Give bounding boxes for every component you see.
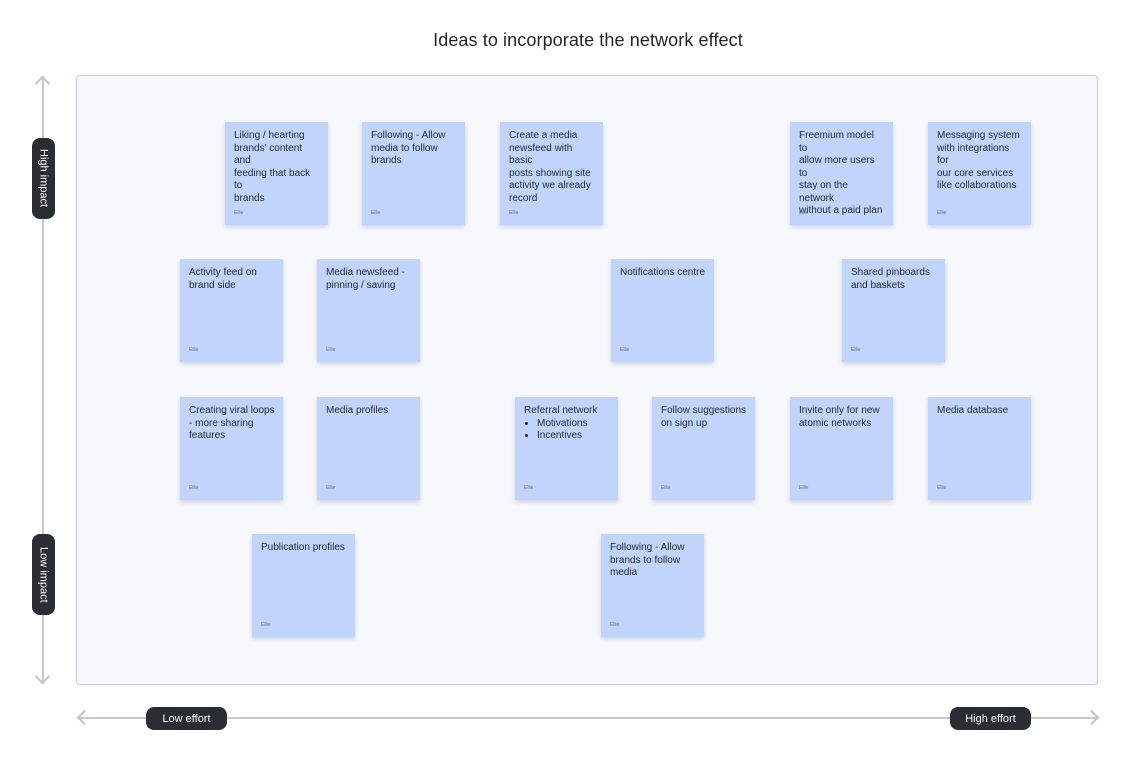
- note-author: Ellie: [620, 347, 630, 353]
- note-text: Create a media newsfeed with basic posts…: [509, 130, 591, 204]
- note-text: Liking / hearting brands' content and fe…: [234, 130, 311, 204]
- low-effort-label: Low effort: [146, 707, 227, 730]
- note-author: Ellie: [509, 210, 519, 216]
- sticky-note[interactable]: Freemium model to allow more users to st…: [790, 122, 893, 225]
- sticky-note[interactable]: Publication profiles Ellie: [252, 534, 355, 637]
- note-author: Ellie: [799, 210, 809, 216]
- note-author: Ellie: [189, 347, 199, 353]
- note-text: Media newsfeed - pinning / saving: [326, 267, 405, 291]
- sticky-note[interactable]: Messaging system with integrations for o…: [928, 122, 1031, 225]
- sticky-note[interactable]: Following - Allow media to follow brands…: [362, 122, 465, 225]
- note-author: Ellie: [371, 210, 381, 216]
- note-author: Ellie: [661, 485, 671, 491]
- note-author: Ellie: [326, 485, 336, 491]
- note-bullet: Motivations: [537, 418, 610, 431]
- note-text: Notifications centre: [620, 267, 706, 278]
- impact-axis-line: [42, 76, 44, 684]
- note-author: Ellie: [610, 622, 620, 628]
- sticky-note[interactable]: Media newsfeed - pinning / saving Ellie: [317, 259, 420, 362]
- page-title: Ideas to incorporate the network effect: [433, 30, 743, 50]
- arrow-right-icon: [1083, 709, 1100, 726]
- note-text: Creating viral loops - more sharing feat…: [189, 405, 275, 441]
- sticky-note[interactable]: Shared pinboards and baskets Ellie: [842, 259, 945, 362]
- note-text: Messaging system with integrations for o…: [937, 130, 1020, 191]
- sticky-note[interactable]: Follow suggestions on sign up Ellie: [652, 397, 755, 500]
- note-text: Media database: [937, 405, 1009, 416]
- note-text: Freemium model to allow more users to st…: [799, 130, 883, 216]
- sticky-note[interactable]: Following - Allow brands to follow media…: [601, 534, 704, 637]
- note-author: Ellie: [799, 485, 809, 491]
- arrow-up-icon: [34, 75, 51, 92]
- high-effort-label: High effort: [950, 707, 1031, 730]
- note-text: Invite only for new atomic networks: [799, 405, 880, 429]
- sticky-note[interactable]: Invite only for new atomic networks Elli…: [790, 397, 893, 500]
- arrow-left-icon: [76, 709, 93, 726]
- sticky-note[interactable]: Liking / hearting brands' content and fe…: [225, 122, 328, 225]
- note-bullet: Incentives: [537, 430, 610, 443]
- high-impact-label: High impact: [32, 138, 55, 219]
- note-author: Ellie: [937, 210, 947, 216]
- note-text: Shared pinboards and baskets: [851, 267, 930, 291]
- note-text: Activity feed on brand side: [189, 267, 257, 291]
- sticky-note[interactable]: Media database Ellie: [928, 397, 1031, 500]
- low-impact-label: Low impact: [32, 534, 55, 615]
- note-text: Follow suggestions on sign up: [661, 405, 747, 429]
- sticky-note[interactable]: Create a media newsfeed with basic posts…: [500, 122, 603, 225]
- sticky-note[interactable]: Referral network Motivations Incentives …: [515, 397, 618, 500]
- note-author: Ellie: [189, 485, 199, 491]
- note-author: Ellie: [261, 622, 271, 628]
- note-bullet-list: Motivations Incentives: [524, 418, 610, 443]
- arrow-down-icon: [34, 668, 51, 685]
- note-author: Ellie: [326, 347, 336, 353]
- note-text: Referral network: [524, 405, 598, 416]
- note-text: Publication profiles: [261, 542, 345, 553]
- note-author: Ellie: [937, 485, 947, 491]
- note-author: Ellie: [234, 210, 244, 216]
- sticky-note[interactable]: Activity feed on brand side Ellie: [180, 259, 283, 362]
- sticky-note[interactable]: Notifications centre Ellie: [611, 259, 714, 362]
- note-text: Media profiles: [326, 405, 389, 416]
- effort-axis-line: [77, 717, 1098, 719]
- note-author: Ellie: [524, 485, 534, 491]
- note-text: Following - Allow media to follow brands: [371, 130, 446, 166]
- sticky-note[interactable]: Media profiles Ellie: [317, 397, 420, 500]
- note-author: Ellie: [851, 347, 861, 353]
- sticky-note[interactable]: Creating viral loops - more sharing feat…: [180, 397, 283, 500]
- note-text: Following - Allow brands to follow media: [610, 542, 685, 578]
